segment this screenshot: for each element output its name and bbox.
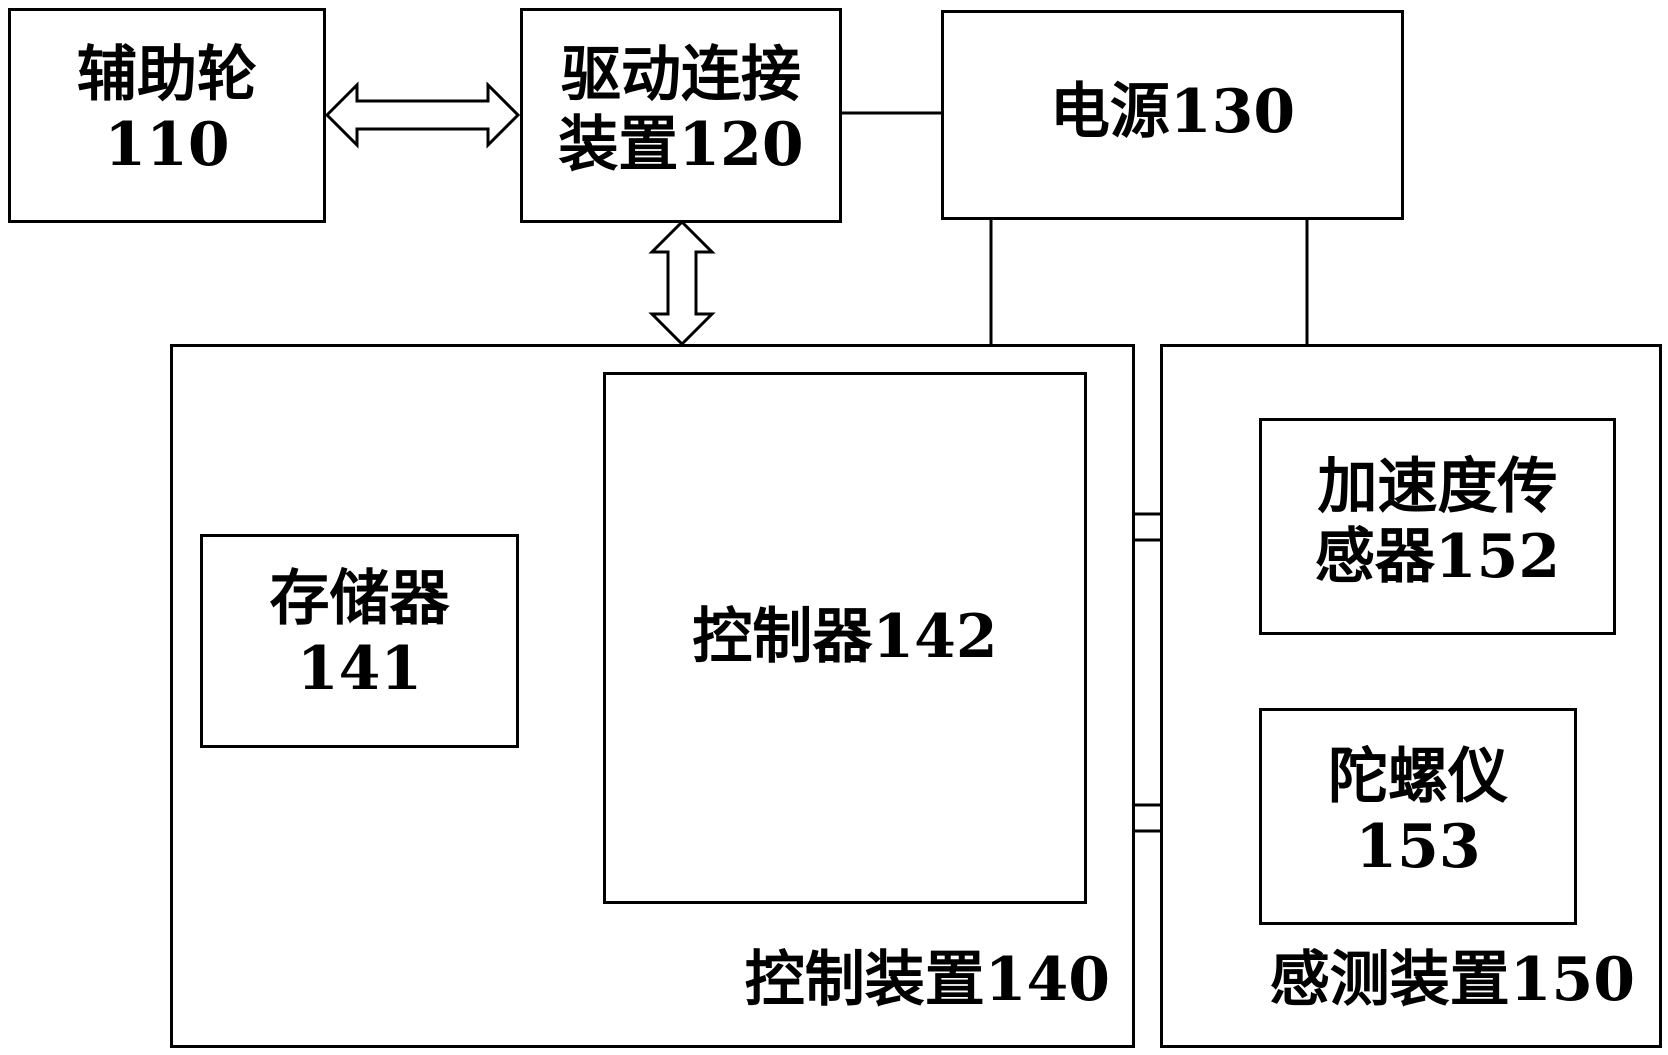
gyroscope-line1: 陀螺仪 [1259,742,1577,812]
arrow-drive-control [652,222,712,344]
aux-wheel-line1: 辅助轮 [8,40,326,110]
memory-line2: 141 [200,634,519,704]
memory-label: 存储器 141 [200,564,519,704]
accel-sensor-line2: 感器152 [1259,522,1616,592]
aux-wheel-line2: 110 [8,110,326,180]
gyroscope-line2: 153 [1259,812,1577,882]
power-label: 电源130 [941,77,1404,147]
drive-label: 驱动连接 装置120 [520,40,842,180]
accel-sensor-label: 加速度传 感器152 [1259,452,1616,592]
gyroscope-label: 陀螺仪 153 [1259,742,1577,882]
sensing-device-label: 感测装置150 [1220,945,1635,1015]
drive-line1: 驱动连接 [520,40,842,110]
accel-sensor-line1: 加速度传 [1259,452,1616,522]
control-device-label: 控制装置140 [700,945,1110,1015]
drive-line2: 装置120 [520,110,842,180]
memory-line1: 存储器 [200,564,519,634]
controller-label: 控制器142 [603,602,1087,672]
arrow-aux-drive [327,85,518,145]
aux-wheel-label: 辅助轮 110 [8,40,326,180]
